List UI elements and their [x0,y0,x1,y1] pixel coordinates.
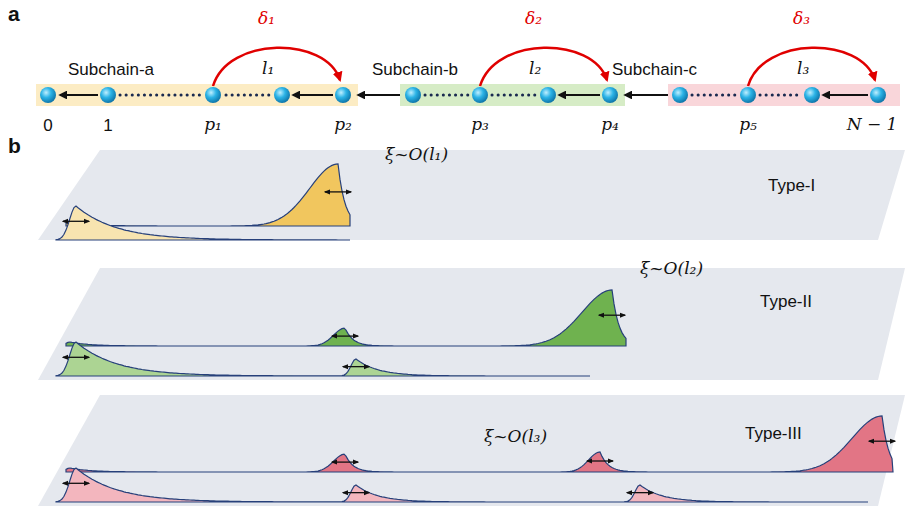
site-index: p₁ [204,114,222,134]
wavefunction-profile [56,206,350,240]
site-index: N − 1 [847,114,898,134]
length-label: l₁ [262,58,274,78]
subchain-label: Subchain-b [372,60,458,80]
width-arrow [343,492,369,493]
site-index: 0 [43,116,52,136]
localization-length: ξ~O(l₂) [640,258,703,278]
hopping-label: δ₃ [793,8,810,28]
subchain-label: Subchain-a [68,60,154,80]
width-arrow [63,483,89,484]
width-arrow [599,315,625,316]
wavefunction-profile [56,342,590,376]
width-arrow [587,460,613,461]
long-range-arc [213,48,875,86]
wavefunction-profile [66,416,893,472]
band-fill [400,84,625,106]
type-label: Type-II [760,292,812,312]
subchain-band: Subchain-a [36,84,358,106]
site-index: 1 [103,116,112,136]
localization-length: ξ~O(l₁) [385,144,448,164]
length-label: l₂ [529,58,541,78]
panel-letter: a [8,2,20,26]
site-index: p₂ [334,114,352,134]
width-arrow [343,366,369,367]
hopping-label: δ₁ [258,8,275,28]
width-arrow [869,441,895,442]
coupling-arrow [625,94,668,96]
width-arrow [332,335,358,336]
length-label: l₃ [797,58,809,78]
width-arrow [325,191,351,192]
subchain-band: Subchain-b [400,84,625,106]
site-index: p₃ [471,114,489,134]
coupling-arrow [358,94,400,96]
site-index: p₅ [739,114,757,134]
hopping-label: δ₂ [525,8,542,28]
panel-letter: b [8,134,21,158]
type-label: Type-I [768,176,815,196]
type-label: Type-III [745,424,802,444]
plane [38,150,905,506]
subchain-band: Subchain-c [668,84,900,106]
lattice-site [40,87,886,103]
subchain-label: Subchain-c [612,60,697,80]
site-index: p₄ [601,114,619,134]
wavefunction-profile [66,290,626,346]
dotted-bond [120,94,802,97]
width-arrow [63,221,89,222]
wavefunction-profile [66,164,350,226]
band-fill [668,84,900,106]
width-arrow [627,492,653,493]
localization-length: ξ~O(l₃) [484,426,547,446]
band-fill [36,84,358,106]
wavefunction-profile [56,468,868,502]
width-arrow [63,357,89,358]
width-arrow [332,461,358,462]
